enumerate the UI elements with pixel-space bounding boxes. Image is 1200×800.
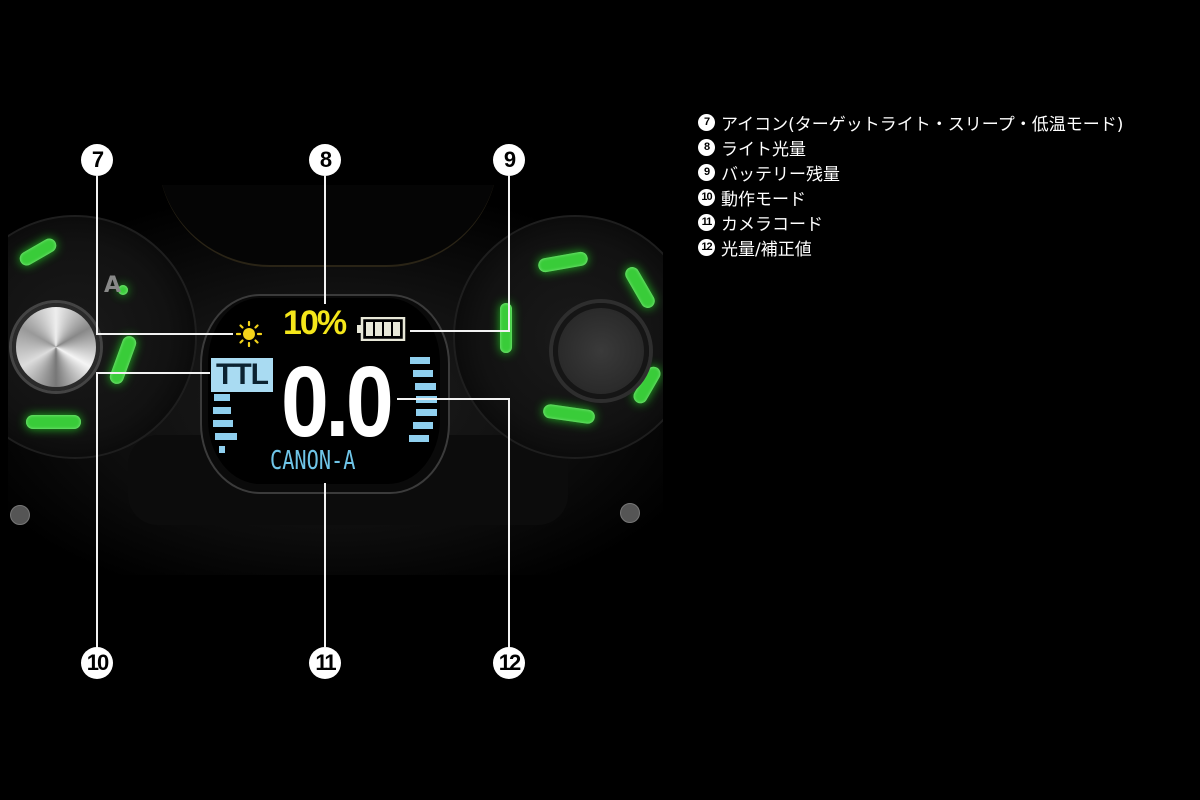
callout-10: 10 [81,647,113,679]
legend-label: アイコン(ターゲットライト・スリープ・低温モード) [721,115,1124,135]
callout-9: 9 [493,144,525,176]
level-bar-right [413,370,433,377]
legend-label: バッテリー残量 [721,165,840,185]
level-bar-right [415,383,436,390]
leader-line-10 [96,372,210,374]
legend-number: 8 [698,139,715,156]
level-bar-left [219,446,225,453]
level-bar-left [214,394,230,401]
device-photo: A [8,185,663,575]
leader-line-7 [96,333,233,335]
battery-full-icon [357,317,406,341]
leader-line-10 [96,372,98,648]
legend-label: ライト光量 [721,140,806,160]
leader-line-8 [324,176,326,304]
callout-7: 7 [81,144,113,176]
legend-item-8: 8 ライト光量 [698,135,1123,160]
dial-glow-segment [26,415,81,429]
output-value: 0.0 [281,346,394,458]
legend-number: 12 [698,239,715,256]
right-knob-button[interactable] [553,303,649,399]
legend-item-7: 7 アイコン(ターゲットライト・スリープ・低温モード) [698,110,1123,135]
legend-item-9: 9 バッテリー残量 [698,160,1123,185]
legend-label: 光量/補正値 [721,240,812,260]
level-bar-right [410,357,430,364]
legend-item-12: 12 光量/補正値 [698,235,1123,260]
legend-number: 10 [698,189,715,206]
left-knob-button[interactable] [12,303,100,391]
light-level-value: 10% [283,304,347,342]
leader-line-9 [410,330,510,332]
callout-11: 11 [309,647,341,679]
callout-legend: 7 アイコン(ターゲットライト・スリープ・低温モード) 8 ライト光量 9 バッ… [698,110,1123,260]
leader-line-12 [508,398,510,648]
screw [10,505,30,525]
screw [620,503,640,523]
legend-number: 7 [698,114,715,131]
sun-icon [236,321,262,347]
legend-number: 11 [698,214,715,231]
level-bar-left [213,420,233,427]
dial-glow-segment [500,303,512,353]
mode-badge: TTL [211,358,273,392]
leader-line-12 [397,398,510,400]
level-bar-right [416,409,437,416]
legend-number: 9 [698,164,715,181]
legend-item-11: 11 カメラコード [698,210,1123,235]
leader-line-9 [508,176,510,332]
legend-label: 動作モード [721,190,806,210]
legend-item-10: 10 動作モード [698,185,1123,210]
level-bar-right [409,435,429,442]
level-bar-right [413,422,433,429]
dial-glow-segment [118,285,128,295]
leader-line-7 [96,176,98,335]
level-bar-left [213,407,231,414]
dial-mode-letter: A [104,273,122,298]
level-bar-left [215,433,237,440]
camera-code: CANON-A [270,446,356,476]
leader-line-11 [324,483,326,647]
callout-8: 8 [309,144,341,176]
legend-label: カメラコード [721,215,823,235]
callout-12: 12 [493,647,525,679]
